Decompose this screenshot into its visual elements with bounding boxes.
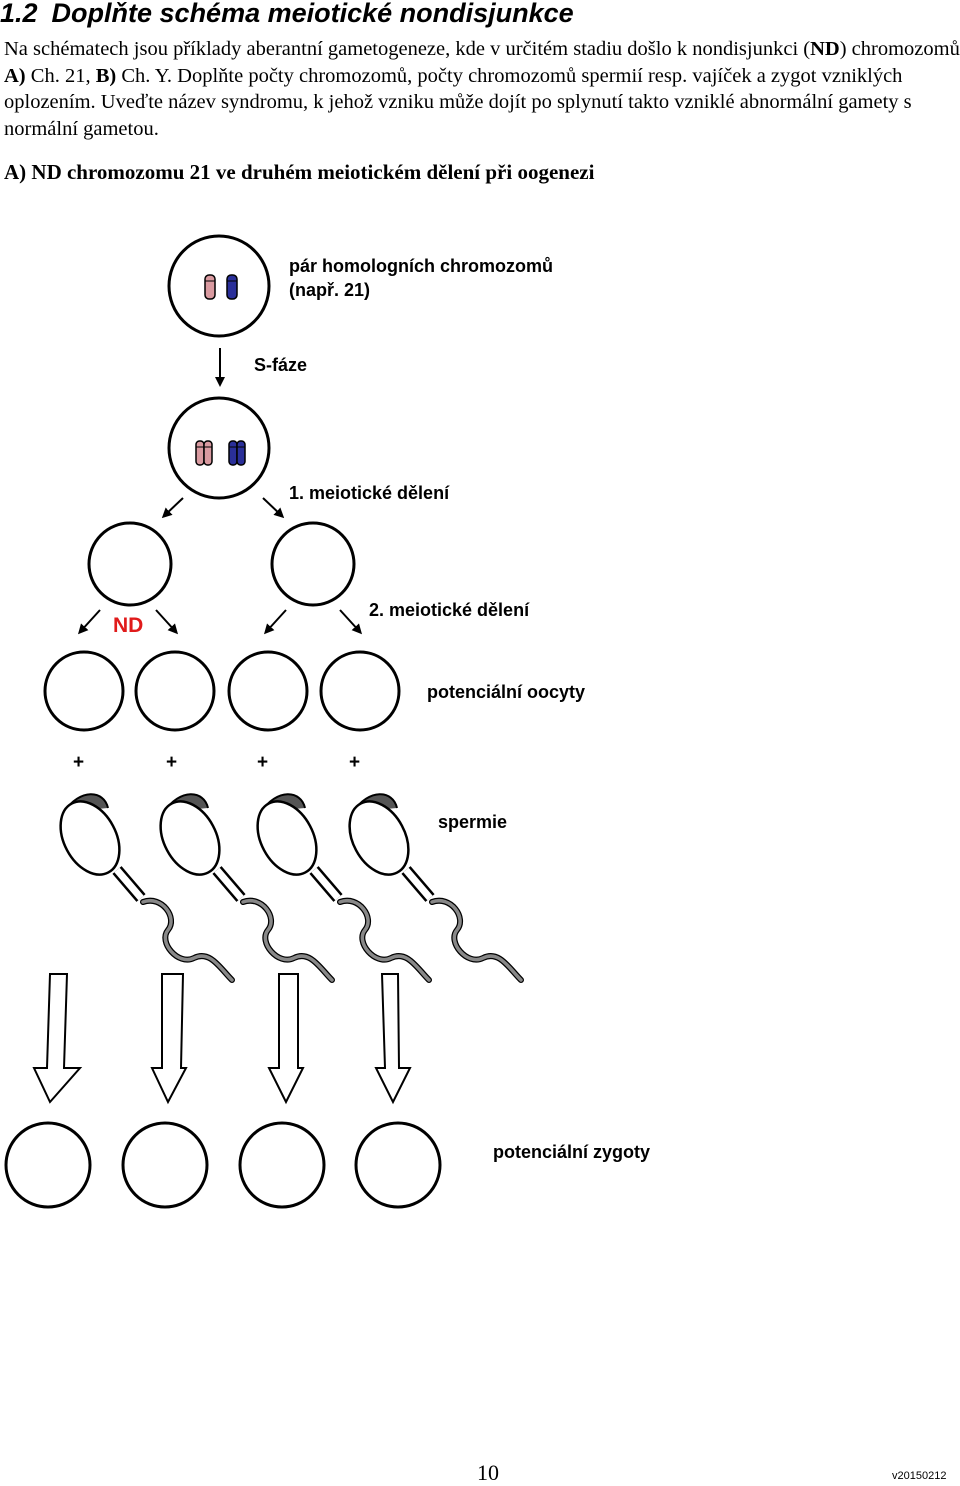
chromatid-pair-pink <box>195 440 213 466</box>
chromatid-pair-blue <box>228 440 246 466</box>
zygote-3 <box>238 1121 326 1209</box>
zygote-2 <box>121 1121 209 1209</box>
page-number: 10 <box>477 1460 499 1485</box>
meiosis1-arrow-left <box>161 497 184 519</box>
plus-sign-2: + <box>166 752 178 773</box>
zygote-1 <box>4 1121 92 1209</box>
plus-sign-1: + <box>73 752 85 773</box>
label-nd: ND <box>113 614 144 637</box>
initial-cell <box>167 234 271 338</box>
label-s-phase: S-fáze <box>254 355 308 375</box>
meiosis2-arrow-2 <box>155 609 179 635</box>
version-label: v20150212 <box>892 1470 947 1482</box>
chromosome-pink <box>204 274 216 300</box>
intro-text-2: ) chromozomů <box>839 38 960 60</box>
chromosome-blue <box>226 274 238 300</box>
fertilization-arrow-3 <box>267 973 305 1105</box>
sperm-1 <box>59 793 235 983</box>
intro-text-3: Ch. 21, <box>25 64 96 87</box>
fertilization-arrow-4 <box>374 973 412 1105</box>
intro-text-4: Ch. Y. Doplňte počty chromozomů, počty c… <box>4 64 912 140</box>
label-meiosis2: 2. meiotické dělení <box>369 600 530 620</box>
oocyte-3 <box>227 650 309 732</box>
sperm-3 <box>256 793 432 983</box>
label-meiosis1: 1. meiotické dělení <box>289 483 450 503</box>
label-sperm: spermie <box>438 812 508 832</box>
label-homolog-pair: pár homologních chromozomů <box>289 256 553 276</box>
plus-sign-3: + <box>257 752 269 773</box>
meiosis2-arrow-4 <box>339 609 363 635</box>
intro-b: B) <box>95 64 117 87</box>
intro-a: A) <box>4 64 26 87</box>
fertilization-arrow-1 <box>32 973 83 1104</box>
meiosis2-arrow-1 <box>77 609 101 635</box>
secondary-cell-left <box>87 521 173 607</box>
instructions-paragraph: Na schématech jsou příklady aberantní ga… <box>4 36 960 142</box>
section-number: 1.2 <box>0 0 38 28</box>
label-zygotes: potenciální zygoty <box>493 1142 651 1162</box>
oocyte-2 <box>134 650 216 732</box>
subheading-a: A) ND chromozomu 21 ve druhém meiotickém… <box>4 160 595 184</box>
label-homolog-example: (např. 21) <box>289 280 371 300</box>
label-oocytes: potenciální oocyty <box>427 682 586 702</box>
meiosis2-arrow-3 <box>263 609 287 635</box>
zygote-4 <box>354 1121 442 1209</box>
section-title: Doplňte schéma meiotické nondisjunkce <box>51 0 574 28</box>
oocyte-1 <box>43 650 125 732</box>
fertilization-arrow-2 <box>150 973 188 1105</box>
secondary-cell-right <box>270 521 356 607</box>
sperm-4 <box>348 793 524 983</box>
plus-sign-4: + <box>349 752 361 773</box>
section-heading: 1.2 Doplňte schéma meiotické nondisjunkce <box>0 0 574 27</box>
intro-text-1: Na schématech jsou příklady aberantní ga… <box>4 38 811 60</box>
oocyte-4 <box>319 650 401 732</box>
sperm-2 <box>159 793 335 983</box>
replicated-cell <box>167 396 271 500</box>
intro-nd: ND <box>810 38 840 60</box>
meiosis1-arrow-right <box>262 497 285 519</box>
